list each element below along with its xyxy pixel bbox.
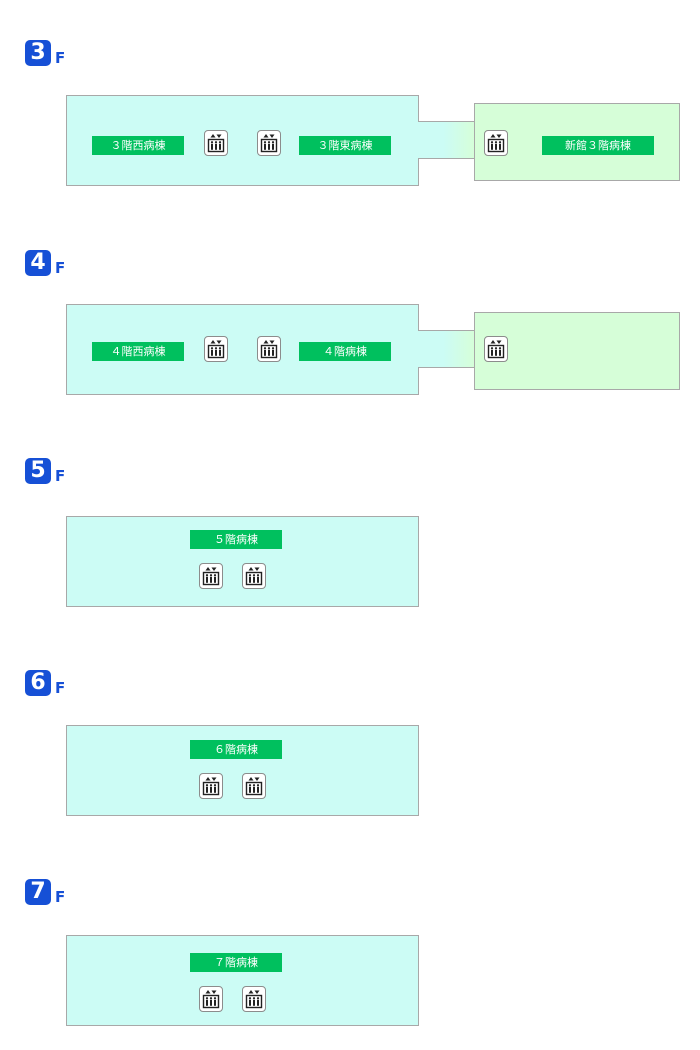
connecting-corridor-4f xyxy=(418,330,475,368)
floor-number-badge: 4 xyxy=(25,250,51,276)
main-building-7f xyxy=(66,935,419,1026)
floor-number-badge: 3 xyxy=(25,40,51,66)
elevator-icon xyxy=(199,773,223,799)
annex-building-4f xyxy=(474,312,680,390)
floor-suffix: F xyxy=(55,467,66,485)
main-building-6f xyxy=(66,725,419,816)
floor-number-badge: 5 xyxy=(25,458,51,484)
floor-suffix: F xyxy=(55,679,66,697)
elevator-icon xyxy=(484,336,508,362)
floor-number-badge: 7 xyxy=(25,879,51,905)
ward-label-3f-west[interactable]: ３階西病棟 xyxy=(92,136,184,155)
floor-suffix: F xyxy=(55,888,66,906)
elevator-icon xyxy=(199,986,223,1012)
floor-number-badge: 6 xyxy=(25,670,51,696)
floor-heading-6f: 6 F xyxy=(25,668,65,696)
floor-heading-5f: 5 F xyxy=(25,456,65,484)
elevator-icon xyxy=(199,563,223,589)
elevator-icon xyxy=(257,130,281,156)
ward-label-6f[interactable]: ６階病棟 xyxy=(190,740,282,759)
ward-label-4f-west[interactable]: ４階西病棟 xyxy=(92,342,184,361)
elevator-icon xyxy=(242,986,266,1012)
floor-heading-3f: 3 F xyxy=(25,38,65,66)
elevator-icon xyxy=(257,336,281,362)
ward-label-4f-east[interactable]: ４階病棟 xyxy=(299,342,391,361)
ward-label-3f-east[interactable]: ３階東病棟 xyxy=(299,136,391,155)
connecting-corridor-3f xyxy=(418,121,475,159)
ward-label-5f[interactable]: ５階病棟 xyxy=(190,530,282,549)
elevator-icon xyxy=(242,563,266,589)
ward-label-3f-annex[interactable]: 新館３階病棟 xyxy=(542,136,654,155)
floor-heading-4f: 4 F xyxy=(25,248,65,276)
ward-label-7f[interactable]: ７階病棟 xyxy=(190,953,282,972)
elevator-icon xyxy=(484,130,508,156)
elevator-icon xyxy=(242,773,266,799)
elevator-icon xyxy=(204,130,228,156)
floor-suffix: F xyxy=(55,49,66,67)
floor-suffix: F xyxy=(55,259,66,277)
elevator-icon xyxy=(204,336,228,362)
floor-heading-7f: 7 F xyxy=(25,877,65,905)
